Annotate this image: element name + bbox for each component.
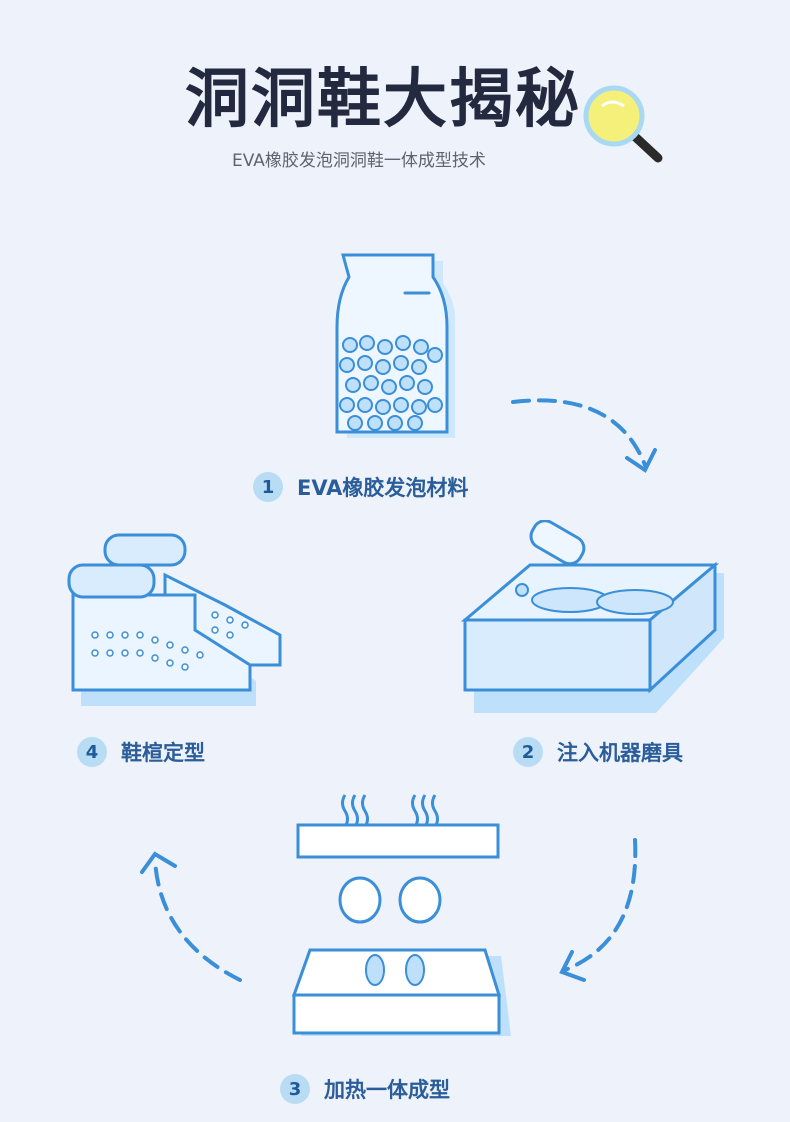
- arrow-3-to-4: [140, 851, 242, 982]
- step-number-badge: 1: [253, 472, 283, 502]
- step-number-badge: 4: [77, 737, 107, 767]
- heat-press-illustration: [291, 794, 511, 1036]
- step-label: 注入机器磨具: [557, 741, 683, 765]
- jar-illustration: [335, 253, 455, 438]
- step-label: 加热一体成型: [324, 1078, 450, 1102]
- step-3: 3 加热一体成型: [280, 1074, 450, 1104]
- step-number-badge: 2: [513, 737, 543, 767]
- arrow-1-to-2: [511, 398, 657, 473]
- step-label: EVA橡胶发泡材料: [297, 476, 469, 500]
- step-1: 1 EVA橡胶发泡材料: [253, 472, 468, 502]
- step-number-badge: 3: [280, 1074, 310, 1104]
- arrow-2-to-3: [559, 838, 638, 982]
- page-title: 洞洞鞋大揭秘: [185, 63, 581, 137]
- step-label: 鞋楦定型: [121, 741, 205, 765]
- magnifier-icon: [583, 85, 663, 163]
- step-4: 4 鞋楦定型: [77, 737, 205, 767]
- step-2: 2 注入机器磨具: [513, 737, 683, 767]
- subtitle: EVA橡胶发泡洞洞鞋一体成型技术: [232, 151, 486, 171]
- mold-illustration: [460, 520, 724, 713]
- shoes-illustration: [67, 533, 282, 706]
